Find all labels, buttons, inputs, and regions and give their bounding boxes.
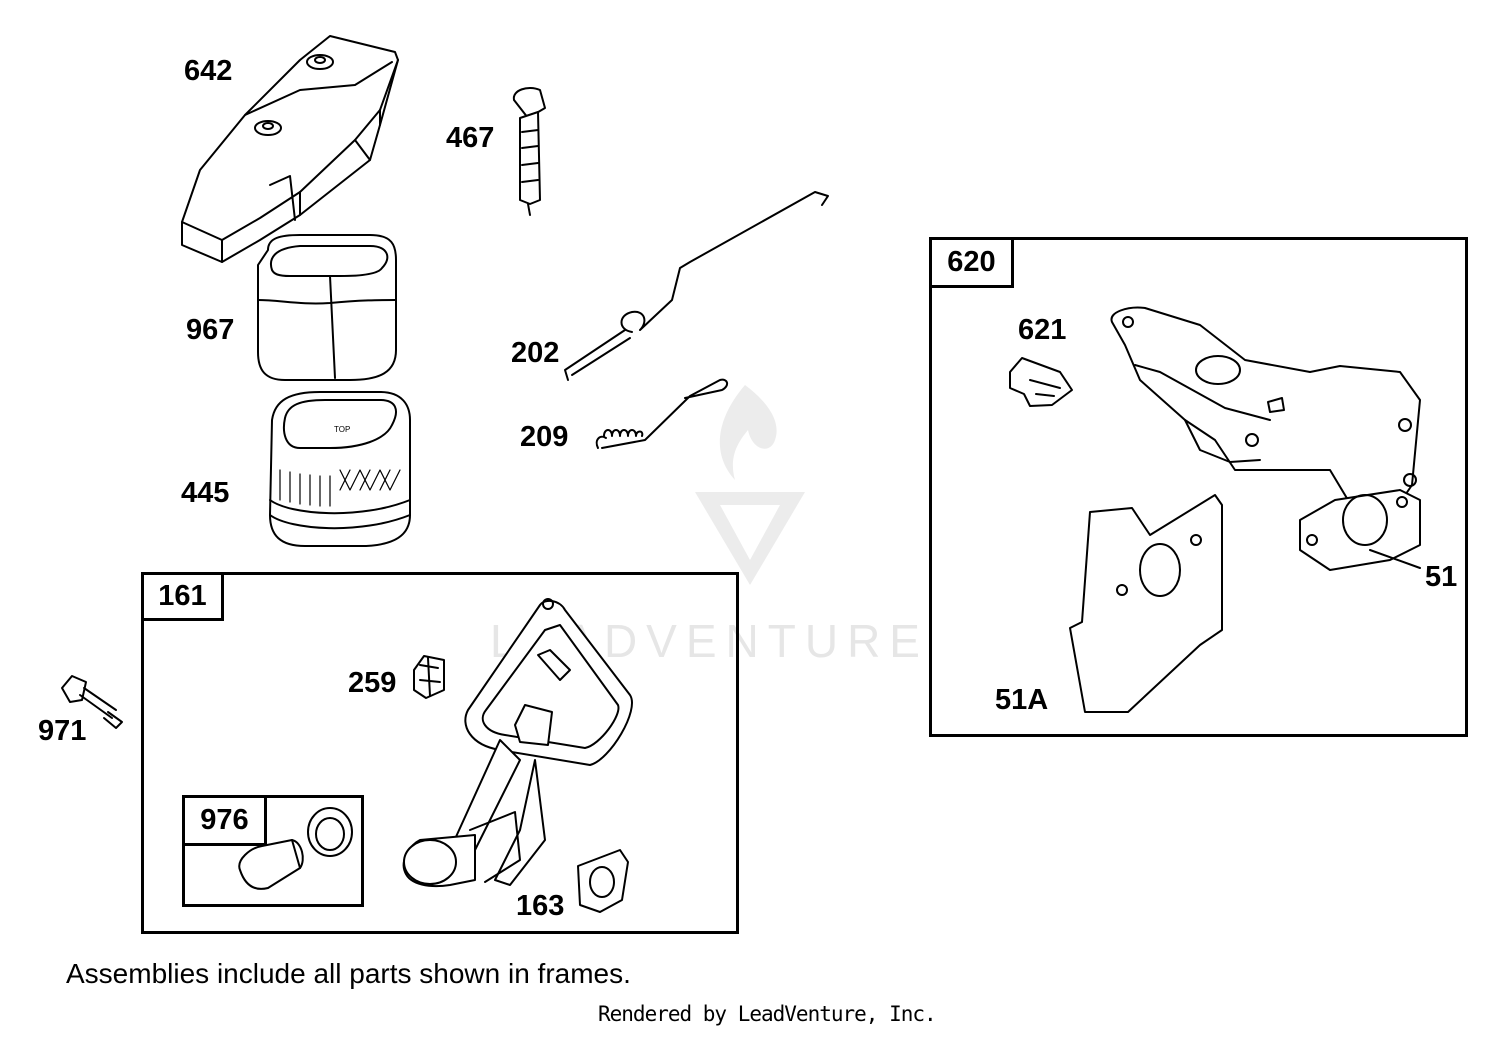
frame-161: 161	[141, 572, 739, 934]
part-51-gasket	[1299, 489, 1421, 571]
part-161-carburetor	[402, 598, 633, 888]
svg-text:TOP: TOP	[334, 425, 350, 434]
part-467-dipstick	[512, 87, 546, 216]
callout-621: 621	[1018, 314, 1067, 346]
frame-161-label: 161	[144, 575, 224, 621]
part-642-cover	[181, 35, 399, 263]
callout-467: 467	[446, 122, 495, 154]
callout-202: 202	[511, 337, 560, 369]
part-202-link	[564, 191, 829, 381]
watermark-logo	[695, 385, 805, 585]
part-621-clip	[1009, 357, 1073, 407]
callout-51: 51	[1425, 561, 1458, 593]
part-51a-gasket	[1069, 494, 1223, 713]
frame-620: 620	[929, 237, 1468, 737]
part-259-insert	[413, 655, 445, 699]
part-967-precleaner	[257, 234, 397, 381]
render-credit: Rendered by LeadVenture, Inc.	[598, 1002, 937, 1026]
frame-976-label: 976	[185, 798, 267, 846]
frame-976: 976	[182, 795, 364, 907]
callout-642: 642	[184, 55, 233, 87]
assembly-note: Assemblies include all parts shown in fr…	[66, 958, 631, 989]
frame-620-label: 620	[932, 240, 1014, 288]
part-445-filter: TOP	[269, 391, 411, 547]
callout-971: 971	[38, 715, 87, 747]
callout-967: 967	[186, 314, 235, 346]
callout-445: 445	[181, 477, 230, 509]
callout-163: 163	[516, 890, 565, 922]
part-163-gasket	[577, 849, 629, 913]
part-209-spring	[595, 378, 728, 449]
callout-51a: 51A	[995, 684, 1049, 716]
part-620-bracket	[1110, 306, 1421, 521]
part-976-filter	[238, 807, 353, 890]
callout-259: 259	[348, 667, 397, 699]
callout-209: 209	[520, 421, 569, 453]
part-971-bolt	[61, 675, 123, 729]
